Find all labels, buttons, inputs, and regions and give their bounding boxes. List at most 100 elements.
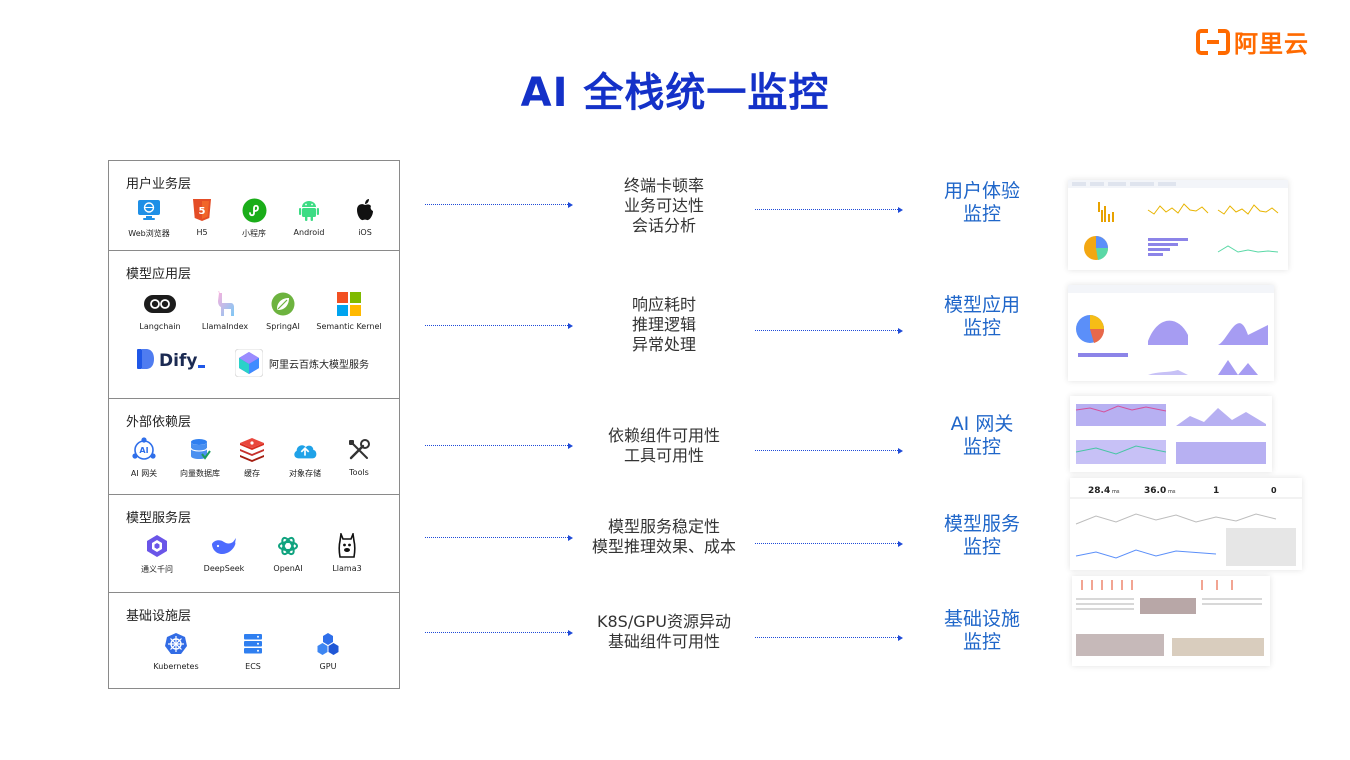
arrow-connector bbox=[425, 323, 573, 329]
item-vector-db: 向量数据库 bbox=[165, 437, 235, 479]
monitor-line: 监控 bbox=[962, 536, 1001, 558]
item-label: Semantic Kernel bbox=[316, 322, 382, 331]
item-ecs: ECS bbox=[218, 631, 288, 671]
item-android: Android bbox=[274, 197, 344, 237]
aliyun-logo-icon bbox=[1196, 28, 1230, 55]
item-llamaindex: LlamaIndex bbox=[190, 291, 260, 331]
item-springai: SpringAI bbox=[248, 291, 318, 331]
aliyun-logo: 阿里云 bbox=[1196, 24, 1309, 59]
browser-icon bbox=[136, 197, 162, 223]
metric-text: 业务可达性 bbox=[623, 196, 704, 215]
item-label: Android bbox=[293, 228, 325, 237]
logo-text: 阿里云 bbox=[1234, 30, 1309, 58]
apple-icon bbox=[352, 197, 378, 223]
android-icon bbox=[296, 197, 322, 223]
monitor-line: 监控 bbox=[962, 631, 1001, 653]
stat-count-1: 1 bbox=[1213, 486, 1219, 496]
item-h5: 5 H5 bbox=[167, 197, 237, 237]
dashboard-thumbnail-ai-gateway bbox=[1070, 396, 1272, 472]
metric-text: 模型服务稳定性 bbox=[607, 517, 720, 536]
metrics-user-experience: 终端卡顿率 业务可达性 会话分析 bbox=[564, 176, 764, 236]
item-label: 通义千问 bbox=[141, 565, 173, 574]
item-deepseek: DeepSeek bbox=[189, 533, 259, 573]
openai-icon bbox=[275, 533, 301, 559]
item-label: Kubernetes bbox=[153, 662, 199, 671]
item-label: Langchain bbox=[139, 322, 181, 331]
item-label: 对象存储 bbox=[289, 469, 321, 478]
arrow-connector bbox=[755, 328, 903, 334]
arrow-connector bbox=[755, 541, 903, 547]
monitor-line: 监控 bbox=[962, 203, 1001, 225]
layer-title: 模型应用层 bbox=[126, 267, 192, 282]
layer-model-application: 模型应用层 Langchain LlamaIndex SpringAI Sema… bbox=[109, 251, 399, 399]
metric-text: 响应耗时 bbox=[631, 295, 696, 314]
monitor-model-application: 模型应用 监控 bbox=[912, 294, 1052, 340]
metric-text: 异常处理 bbox=[631, 335, 696, 354]
bailian-icon bbox=[235, 349, 263, 377]
metric-text: 会话分析 bbox=[631, 216, 696, 235]
arrow-connector bbox=[425, 202, 573, 208]
item-label: H5 bbox=[196, 228, 208, 237]
item-openai: OpenAI bbox=[253, 533, 323, 573]
item-dify: Dify bbox=[137, 347, 207, 371]
arrow-connector bbox=[425, 535, 573, 541]
gpu-cubes-icon bbox=[315, 631, 341, 657]
item-label: Web浏览器 bbox=[128, 229, 170, 238]
item-label: 向量数据库 bbox=[180, 469, 220, 478]
monitor-model-service: 模型服务 监控 bbox=[912, 513, 1052, 559]
dashboard-thumbnail-model-service: 28.4 ms 36.0 ms 1 0 bbox=[1070, 478, 1302, 570]
arrow-connector bbox=[425, 443, 573, 449]
item-web-browser: Web浏览器 bbox=[114, 197, 184, 239]
arrow-connector bbox=[755, 635, 903, 641]
metrics-infrastructure: K8S/GPU资源异动 基础组件可用性 bbox=[564, 612, 764, 652]
item-cache: 缓存 bbox=[217, 437, 287, 479]
arrow-connector bbox=[755, 207, 903, 213]
qwen-icon bbox=[144, 533, 170, 559]
layer-external-dependency: 外部依赖层 AI AI 网关 向量数据库 缓存 对象存储 bbox=[109, 399, 399, 495]
ai-gateway-icon: AI bbox=[131, 437, 157, 463]
llama-icon bbox=[212, 291, 238, 317]
mini-program-icon bbox=[241, 197, 267, 223]
item-llama3: Llama3 bbox=[312, 533, 382, 573]
item-label: LlamaIndex bbox=[201, 322, 249, 331]
item-label: GPU bbox=[319, 662, 337, 671]
kubernetes-icon bbox=[163, 631, 189, 657]
item-label: SpringAI bbox=[266, 322, 300, 331]
item-ai-gateway: AI AI 网关 bbox=[109, 437, 179, 479]
stat-count-2: 0 bbox=[1271, 486, 1277, 495]
monitor-user-experience: 用户体验 监控 bbox=[912, 180, 1052, 226]
html5-icon: 5 bbox=[189, 197, 215, 223]
arrow-connector bbox=[425, 630, 573, 636]
item-mini-program: 小程序 bbox=[219, 197, 289, 239]
metrics-ai-gateway: 依赖组件可用性 工具可用性 bbox=[564, 426, 764, 466]
item-label: 阿里云百炼大模型服务 bbox=[269, 359, 369, 371]
svg-text:AI: AI bbox=[139, 446, 148, 455]
stat-latency-2: 36.0 bbox=[1144, 486, 1166, 496]
metric-text: 推理逻辑 bbox=[631, 315, 696, 334]
monitor-line: 模型服务 bbox=[943, 513, 1020, 535]
svg-text:5: 5 bbox=[199, 206, 206, 217]
item-label: OpenAI bbox=[273, 564, 303, 573]
item-label: iOS bbox=[358, 228, 372, 237]
item-label: 缓存 bbox=[244, 469, 260, 478]
stack-layers-panel: 用户业务层 Web浏览器 5 H5 小程序 Android bbox=[108, 160, 400, 689]
arrow-connector bbox=[755, 448, 903, 454]
deepseek-whale-icon bbox=[211, 533, 237, 559]
microsoft-icon bbox=[336, 291, 362, 317]
layer-user-business: 用户业务层 Web浏览器 5 H5 小程序 Android bbox=[109, 161, 399, 251]
page-title: AI 全栈统一监控 bbox=[520, 70, 830, 116]
dashboard-thumbnail-infrastructure bbox=[1072, 576, 1270, 666]
metric-text: 模型推理效果、成本 bbox=[591, 537, 736, 556]
layer-infrastructure: 基础设施层 Kubernetes ECS GPU bbox=[109, 593, 399, 690]
layer-title: 基础设施层 bbox=[126, 609, 192, 624]
dify-logo-icon: Dify bbox=[137, 349, 205, 371]
item-label: DeepSeek bbox=[203, 564, 245, 573]
metric-text: K8S/GPU资源异动 bbox=[597, 612, 731, 631]
monitor-line: 模型应用 bbox=[943, 294, 1020, 316]
server-icon bbox=[240, 631, 266, 657]
stat-unit-2: ms bbox=[1168, 489, 1176, 495]
stat-latency-1: 28.4 bbox=[1088, 486, 1110, 496]
metrics-model-application: 响应耗时 推理逻辑 异常处理 bbox=[564, 295, 764, 355]
layer-model-service: 模型服务层 通义千问 DeepSeek OpenAI Llama3 bbox=[109, 495, 399, 593]
llama-head-icon bbox=[334, 533, 360, 559]
